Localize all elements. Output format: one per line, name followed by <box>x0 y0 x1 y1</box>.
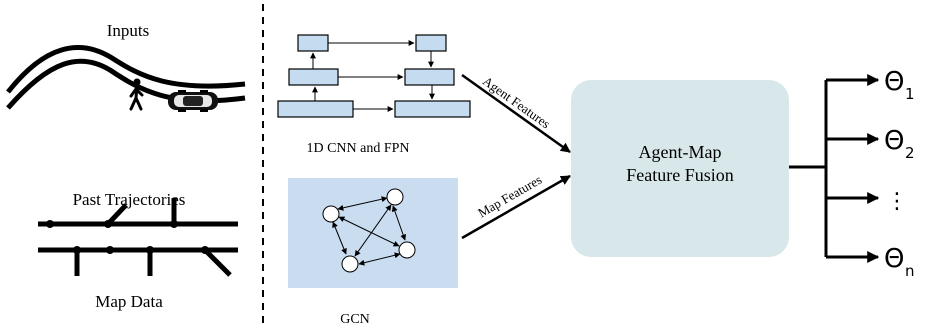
gcn-nodes <box>322 188 416 273</box>
output-ellipsis: ⋮ <box>886 189 908 214</box>
pedestrian-icon <box>129 78 144 111</box>
agent-features-arrow <box>461 73 571 154</box>
output-symbol: Θ <box>884 244 904 274</box>
output-subscript: 2 <box>905 144 915 162</box>
cnn-box <box>404 68 455 86</box>
cnn-fpn-label: 1D CNN and FPN <box>306 141 409 156</box>
gcn-label: GCN <box>340 312 370 327</box>
output-symbol: Θ <box>884 67 904 97</box>
cnn-box <box>394 100 471 118</box>
agent-features-label: Agent Features <box>480 73 553 131</box>
output-subscript: n <box>905 262 915 280</box>
past-trajectories-label: Past Trajectories <box>73 190 186 209</box>
output-symbol: Θ <box>884 126 904 156</box>
car-icon <box>168 90 218 112</box>
output-symbol: ⋮ <box>886 189 908 214</box>
inputs-title: Inputs <box>107 21 150 40</box>
cnn-box <box>277 100 354 118</box>
cnn-fpn-connections <box>310 40 435 112</box>
map-data-graphic <box>38 198 238 277</box>
fusion-label-line1: Agent-Map <box>639 142 722 162</box>
fusion-box <box>571 80 789 257</box>
cnn-fpn-block <box>277 34 471 118</box>
output-branches <box>789 74 880 263</box>
cnn-box <box>288 68 339 86</box>
output-theta-n: Θ n <box>884 244 915 280</box>
map-nodes <box>46 220 209 254</box>
cnn-box <box>415 34 447 52</box>
output-theta-2: Θ 2 <box>884 126 915 162</box>
cnn-box <box>297 34 329 52</box>
map-features-arrow <box>461 174 571 240</box>
map-data-label: Map Data <box>95 292 163 311</box>
output-subscript: 1 <box>905 85 915 103</box>
fusion-label-line2: Feature Fusion <box>626 165 734 185</box>
gcn-edges <box>332 196 407 266</box>
output-theta-1: Θ 1 <box>884 67 915 103</box>
